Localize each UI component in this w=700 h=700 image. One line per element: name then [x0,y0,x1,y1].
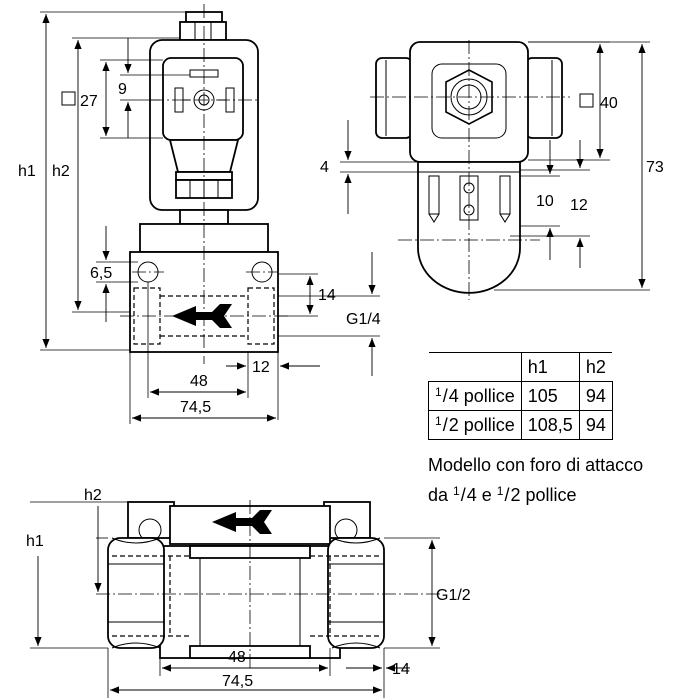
flow-arrow-bottom-icon [212,510,272,534]
table-cell-h1: 105 [520,381,580,411]
dim-g14-label: G1/4 [346,311,381,328]
front-view-dimensions: h1 h2 27 9 6,5 14 G1/4 48 12 74,5 [18,11,381,424]
model-note: Modello con foro di attacco da 1/4 e 1/2… [428,450,643,512]
note-line-2: da 1/4 e 1/2 pollice [428,484,577,505]
connector-plate [162,57,244,141]
bottom-view-dimensions: h1 h2 G1/2 48 74,5 14 [26,487,471,698]
dim-48-bottom-label: 48 [228,649,246,666]
dim-27-label: 27 [80,93,98,110]
note-line-1: Modello con foro di attacco [428,455,644,475]
table-cell-h2: 94 [578,381,613,411]
dim-h1-bottom-label: h1 [26,533,44,550]
table-cell-size: 1/2 pollice [428,410,522,440]
table-header-h1: h1 [520,352,580,382]
dim-h2-label: h2 [52,163,70,180]
dim-74-5-label: 74,5 [180,399,211,416]
bottom-view [96,500,440,670]
table-cell-size: 1/4 pollice [428,381,522,411]
dim-12-side-label: 12 [570,197,588,214]
dim-74-5-bottom-label: 74,5 [222,673,253,690]
table-row: 1/4 pollice 105 94 [428,381,613,411]
side-view-dimensions: 40 73 4 10 12 [320,41,664,291]
table-cell-h1: 108,5 [520,410,580,440]
dim-9-label: 9 [118,81,127,98]
dim-14-bottom-label: 14 [392,661,410,678]
dimension-table: h1 h2 1/4 pollice 105 94 1/2 pollice 108… [428,352,613,440]
dim-6-5-label: 6,5 [90,265,112,282]
dim-10-label: 10 [536,193,554,210]
table-header-empty [428,352,522,382]
table-row: 1/2 pollice 108,5 94 [428,410,613,440]
dim-h2-bottom-label: h2 [84,487,102,504]
top-nut [179,11,227,41]
dim-g12-label: G1/2 [436,587,471,604]
dim-40-label: 40 [600,95,618,112]
flow-arrow-icon [172,304,232,328]
dim-73-label: 73 [646,159,664,176]
table-cell-h2: 94 [578,410,613,440]
dim-h1-label: h1 [18,163,36,180]
front-view [120,4,290,364]
dim-12-label: 12 [252,359,270,376]
side-view [370,40,570,300]
table-header-h2: h2 [578,352,613,382]
dim-48-label: 48 [190,373,208,390]
dim-4-label: 4 [320,159,329,176]
dim-14-label: 14 [318,287,336,304]
table-header-row: h1 h2 [428,352,613,382]
